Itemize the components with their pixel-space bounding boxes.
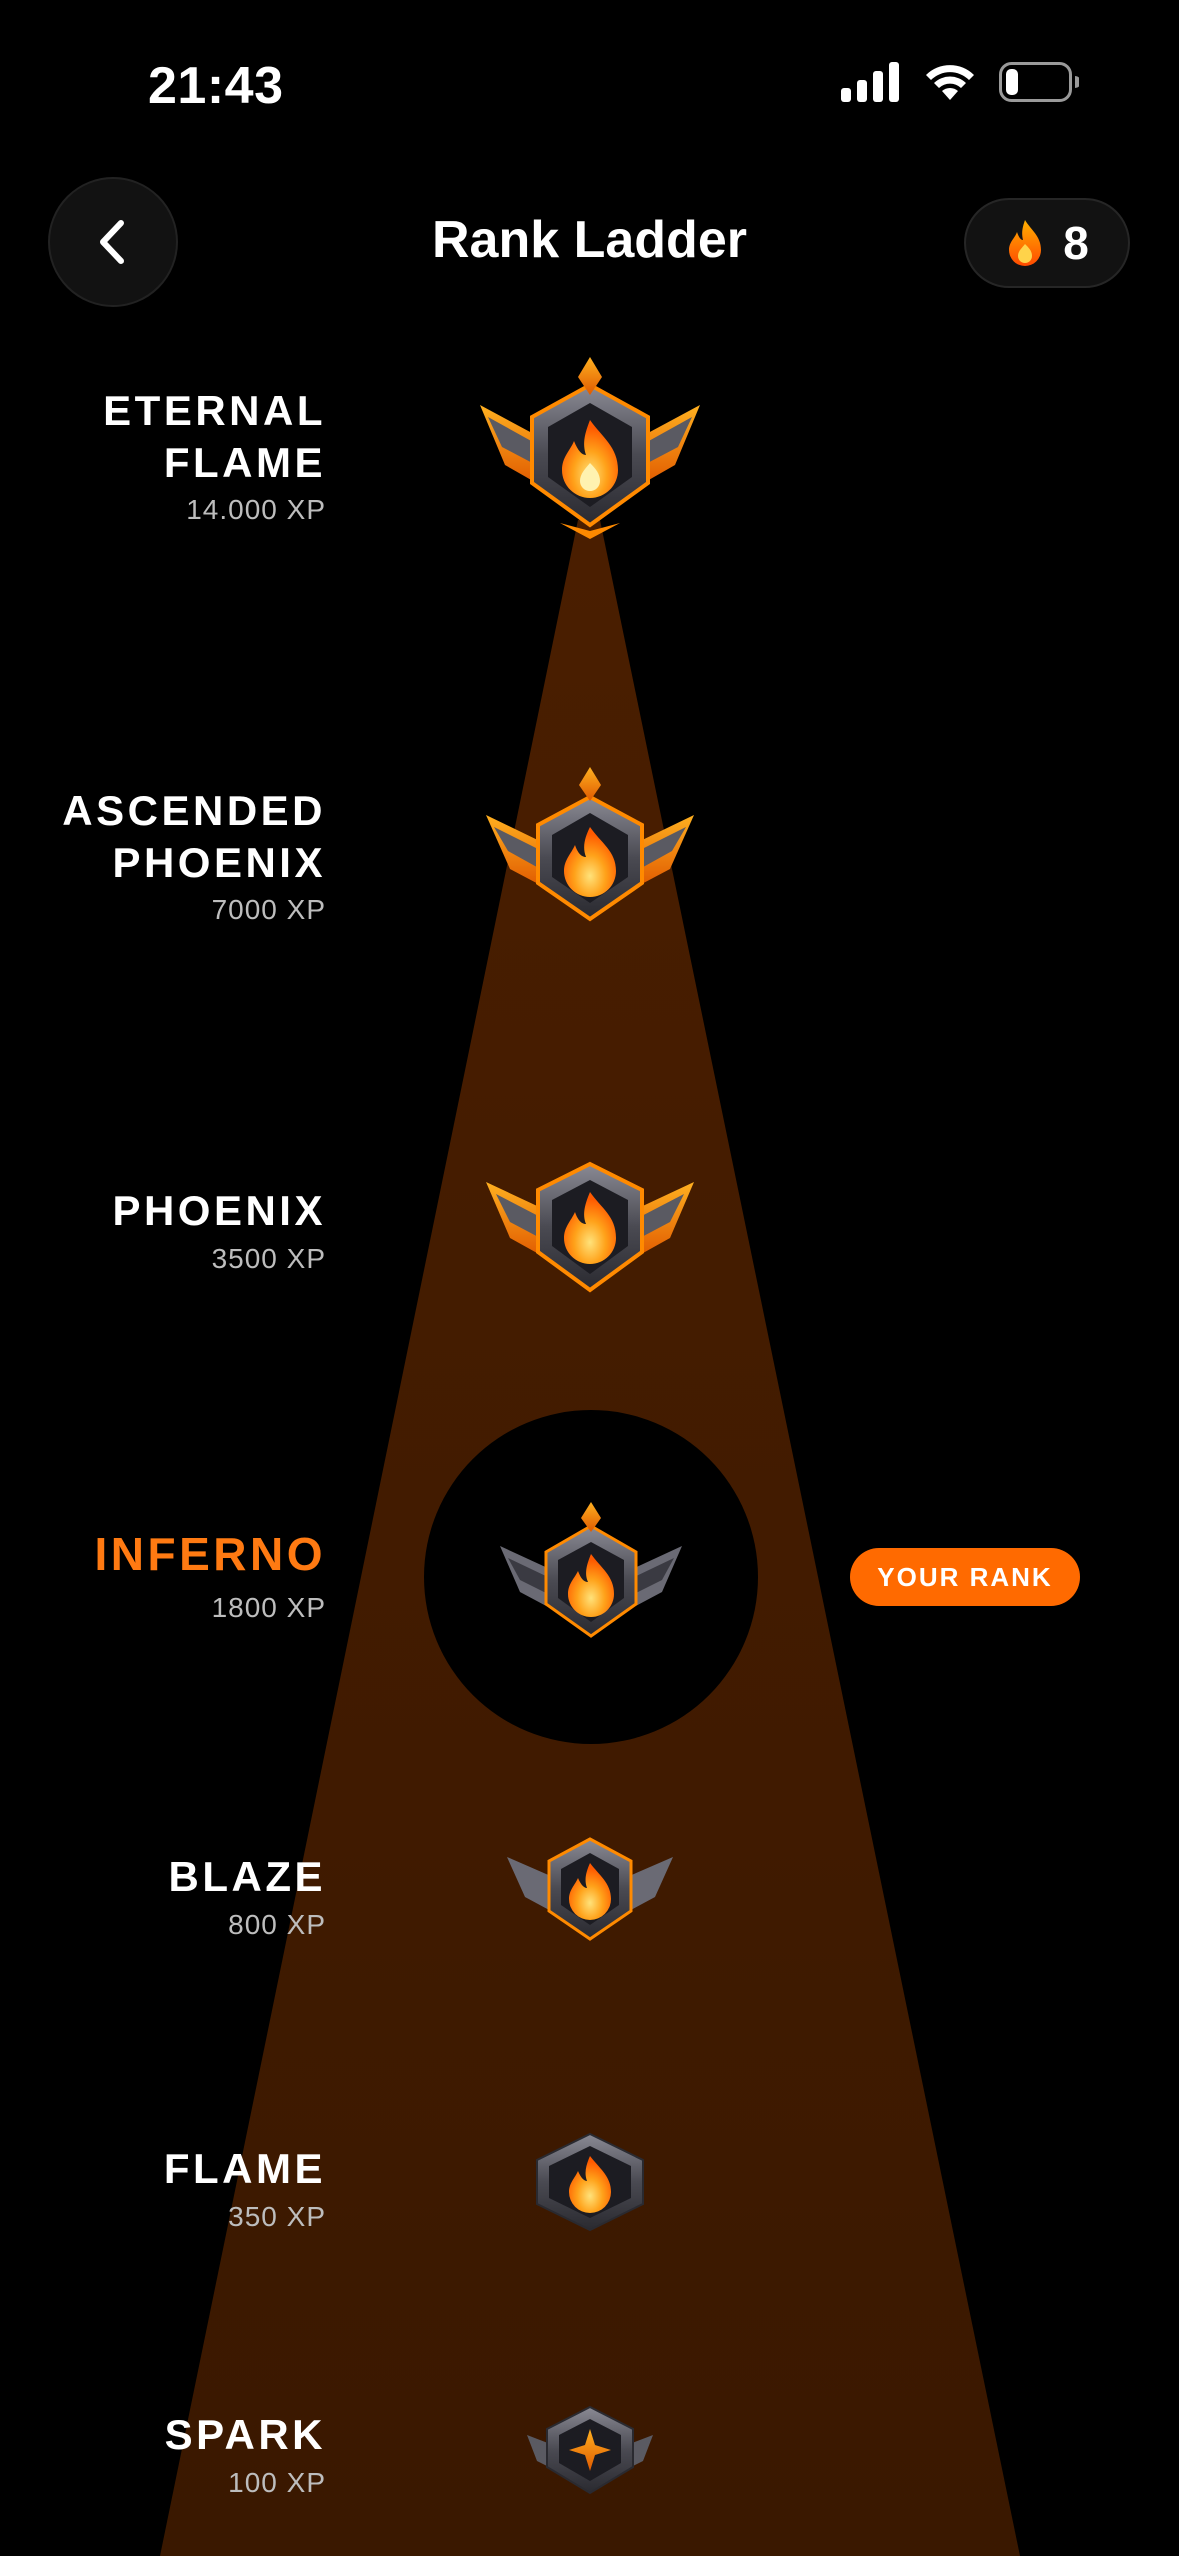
your-rank-badge: YOUR RANK <box>850 1548 1080 1606</box>
signal-icon <box>841 62 899 102</box>
rank-xp-ascended-phoenix: 7000 XP <box>211 894 326 925</box>
rank-name-eternal-flame: ETERNAL FLAME <box>103 387 326 486</box>
rank-xp-inferno: 1800 XP <box>211 1592 326 1623</box>
battery-icon <box>999 62 1079 102</box>
flame-badge-icon <box>536 2132 644 2232</box>
rank-name-blaze: BLAZE <box>168 1853 326 1900</box>
inferno-badge-icon <box>500 1502 682 1638</box>
rank-name-spark: SPARK <box>164 2411 326 2458</box>
rank-name-inferno: INFERNO <box>94 1528 326 1580</box>
rank-xp-eternal-flame: 14.000 XP <box>186 494 326 525</box>
streak-count: 8 <box>1063 217 1089 269</box>
rank-name-phoenix: PHOENIX <box>112 1187 326 1234</box>
status-icons <box>841 62 1079 102</box>
blaze-badge-icon <box>507 1837 673 1941</box>
rank-name-ascended-phoenix: ASCENDED PHOENIX <box>62 787 326 886</box>
status-time: 21:43 <box>148 57 284 115</box>
rank-xp-phoenix: 3500 XP <box>211 1243 326 1274</box>
ascended-phoenix-badge-icon <box>486 767 694 922</box>
phoenix-badge-icon <box>486 1161 694 1293</box>
back-button[interactable] <box>48 177 178 307</box>
rank-xp-flame: 350 XP <box>228 2201 326 2232</box>
rank-xp-blaze: 800 XP <box>228 1909 326 1940</box>
rank-name-flame: FLAME <box>163 2145 326 2192</box>
eternal-flame-badge-icon <box>480 357 700 539</box>
spark-badge-icon <box>527 2405 653 2495</box>
rank-xp-spark: 100 XP <box>228 2467 326 2498</box>
flame-icon <box>1009 220 1042 266</box>
streak-pill[interactable]: 8 <box>964 198 1130 288</box>
chevron-left-icon <box>100 220 124 264</box>
page-title: Rank Ladder <box>432 211 747 269</box>
wifi-icon <box>926 65 974 100</box>
